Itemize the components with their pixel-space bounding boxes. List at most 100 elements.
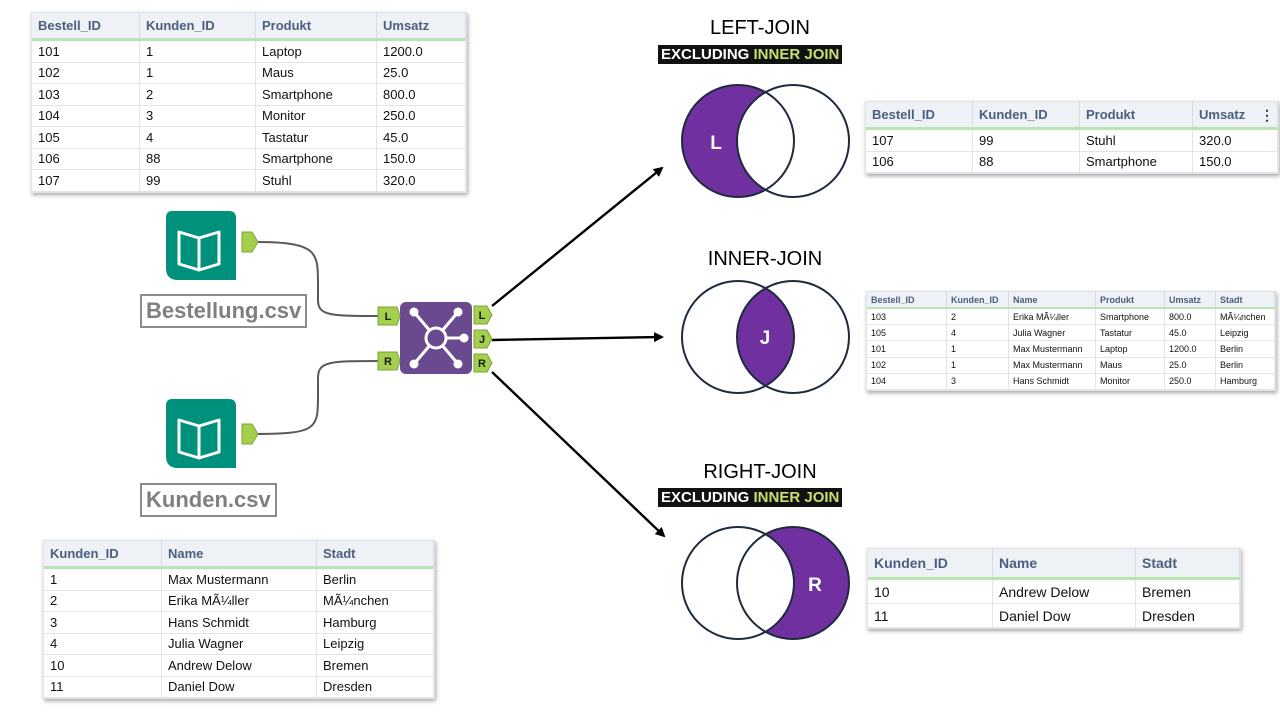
kebab-menu-icon[interactable]: ⋮ (1260, 107, 1274, 123)
join-input-anchor-left[interactable]: L (377, 306, 401, 326)
join-output-anchor-right[interactable]: R (473, 353, 493, 373)
table-cell: 99 (972, 128, 1080, 152)
venn-left-join: L (681, 84, 850, 198)
table-cell: 103 (867, 308, 947, 326)
kunden-output-anchor[interactable] (241, 423, 259, 445)
table-cell: Berlin (1215, 340, 1275, 358)
table-cell: Hamburg (1215, 373, 1275, 390)
table-cell: 107 (866, 128, 973, 152)
svg-text:R: R (478, 358, 486, 370)
table-cell: 45.0 (376, 126, 466, 149)
table-cell: Laptop (255, 39, 377, 63)
column-header: Kunden_ID (868, 549, 993, 580)
table-cell: Berlin (316, 567, 434, 591)
table-header-row: Bestell_ID Kunden_ID Produkt Umsatz (866, 102, 1278, 130)
kunden-file-label[interactable]: Kunden.csv (140, 483, 277, 517)
table-cell: 11 (44, 676, 162, 698)
column-header: Bestell_ID (866, 102, 973, 130)
table-cell: Berlin (1215, 357, 1275, 374)
right-join-excluding-badge: EXCLUDING INNER JOIN (658, 488, 843, 507)
table-cell: 102 (32, 62, 140, 84)
arrow-left-join (491, 166, 664, 307)
table-cell: Andrew Delow (992, 578, 1136, 604)
table-cell: 2 (139, 83, 256, 106)
table-cell: 4 (946, 324, 1009, 342)
join-input-anchor-right[interactable]: R (377, 351, 401, 371)
table-cell: Monitor (255, 105, 377, 127)
table-cell: 101 (32, 39, 140, 63)
inner-join-title: INNER-JOIN (707, 248, 823, 270)
table-cell: 11 (868, 603, 993, 628)
left-join-excluding-badge: EXCLUDING INNER JOIN (658, 45, 843, 64)
table-cell: Laptop (1095, 340, 1165, 358)
table-cell: 2 (946, 308, 1009, 326)
table-cell: Max Mustermann (1008, 340, 1096, 358)
table-cell: 107 (32, 169, 140, 192)
column-header: Produkt (1079, 102, 1193, 130)
table-cell: 4 (139, 126, 256, 149)
venn-inner-join: J (681, 280, 850, 394)
table-cell: 320.0 (1192, 128, 1278, 152)
table-cell: 2 (44, 590, 162, 612)
table-cell: 10 (868, 578, 993, 604)
open-book-icon[interactable] (166, 399, 236, 468)
join-output-anchor-left[interactable]: L (473, 305, 493, 325)
table-cell: 3 (139, 105, 256, 127)
table-cell: 1 (139, 39, 256, 63)
table-cell: Maus (1095, 357, 1165, 374)
kunden-wire (255, 360, 383, 435)
table-cell: 10 (44, 654, 162, 677)
table-cell: Erika MÃ¼ller (161, 590, 317, 612)
table-cell: 3 (946, 373, 1009, 390)
bestellung-output-anchor[interactable] (241, 231, 259, 253)
table-cell: Julia Wagner (161, 633, 317, 655)
table-cell: Smartphone (1079, 151, 1193, 173)
table-cell: Stuhl (1079, 128, 1193, 152)
join-output-anchor-join[interactable]: J (473, 329, 493, 349)
column-header: Stadt (316, 541, 434, 569)
table-cell: Hamburg (316, 611, 434, 634)
table-cell: 105 (867, 324, 947, 342)
table-cell: 800.0 (1164, 308, 1216, 326)
column-header: Bestell_ID (867, 292, 947, 309)
venn-label-l: L (710, 133, 722, 154)
table-cell: Leipzig (316, 633, 434, 655)
table-cell: Daniel Dow (161, 676, 317, 698)
right-join-title: RIGHT-JOIN (703, 461, 817, 483)
table-header-row: Bestell_ID Kunden_ID Name Produkt Umsatz… (867, 292, 1275, 309)
table-cell: 88 (972, 151, 1080, 173)
column-header: Kunden_ID (946, 292, 1009, 309)
bestellung-file-label[interactable]: Bestellung.csv (140, 294, 308, 328)
table-cell: 25.0 (1164, 357, 1216, 374)
arrow-right-join (491, 371, 666, 538)
table-header-row: Bestell_ID Kunden_ID Produkt Umsatz (32, 13, 466, 41)
inner-join-result-table: Bestell_ID Kunden_ID Name Produkt Umsatz… (866, 291, 1276, 391)
table-cell: Andrew Delow (161, 654, 317, 677)
table-cell: 3 (44, 611, 162, 634)
column-header: Kunden_ID (44, 541, 162, 569)
table-cell: Smartphone (255, 83, 377, 106)
table-cell: 106 (32, 148, 140, 170)
table-cell: 25.0 (376, 62, 466, 84)
column-header: Kunden_ID (139, 13, 256, 41)
table-cell: Max Mustermann (1008, 357, 1096, 374)
inner-join-word: INNER JOIN (753, 489, 840, 506)
open-book-icon[interactable] (166, 211, 236, 280)
table-cell: Monitor (1095, 373, 1165, 390)
table-cell: Dresden (1135, 603, 1240, 628)
join-tool[interactable] (400, 302, 472, 374)
table-cell: Maus (255, 62, 377, 84)
column-header: Bestell_ID (32, 13, 140, 41)
table-cell: Bremen (316, 654, 434, 677)
